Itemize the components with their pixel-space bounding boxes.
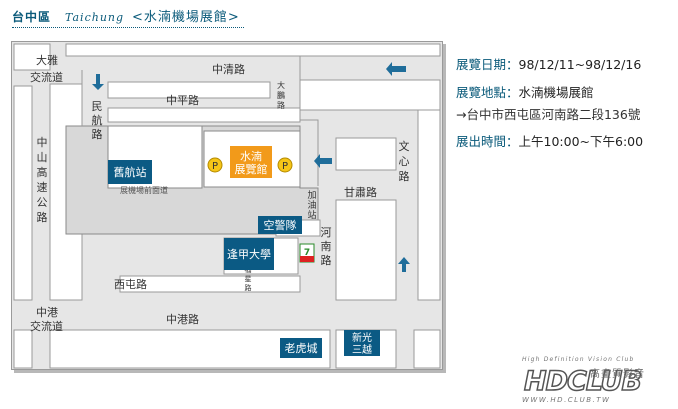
block-right-upper [335,137,397,171]
place-value: 水湳機場展館 [518,85,594,100]
block-south-center [119,275,301,293]
fengchia-box [224,238,274,270]
road-ganlin: 甘肅路 [344,186,377,199]
address-text: →台中市西屯區河南路二段136號 [456,107,641,122]
venue-title: <水湳機場展館> [132,10,240,25]
fengchia-label: 逢甲大學 [227,247,271,261]
exhibition-time: 展出時間：上午10:00~下午6:00 [456,131,643,150]
exhibition-place: 展覽地點：水湳機場展館 →台中市西屯區河南路二段136號 [456,82,640,123]
logo-cn: 高畫質影音 [590,369,645,380]
road-airport-front: 展機場前面道 [120,185,168,195]
block-bottom-left [13,329,33,369]
city-blocks [13,43,441,369]
police-label: 空警隊 [264,218,297,232]
map-header: 台中區 Taichung <水湳機場展館> [12,6,240,26]
time-label: 展出時間： [456,134,519,149]
road-zhongshan-hwy: 中山高速公路 [37,136,48,224]
label-daya: 大雅 [36,53,58,67]
block-zhongqing-south [107,81,271,99]
time-value: 上午10:00~下午6:00 [518,134,644,149]
road-xitun: 西屯路 [114,278,147,291]
block-left-column [13,85,33,301]
block-top-left [13,43,51,71]
block-right-mid [335,199,397,301]
tiger-city-label: 老虎城 [285,342,318,355]
seven-eleven-stripe [300,256,314,262]
parking-icon [277,157,293,173]
exhibition-date: 展覽日期：98/12/11~98/12/16 [456,54,641,73]
block-far-right [417,109,441,301]
airport-inner [107,107,301,123]
arrow-up-icon [398,257,410,272]
shin-kong-box [344,330,380,356]
place-label: 展覽地點： [456,85,519,100]
police-box [258,216,302,234]
parking-icon [207,157,223,173]
road-edge-daxiang [299,56,319,186]
block-bottom-mid [49,329,331,369]
tiger-city-box [280,338,322,358]
parking-label: P [212,161,218,172]
label-zhonggang-ramp: 交流道 [30,319,63,333]
seven-eleven-label: 7 [304,248,310,258]
old-terminal-box [108,160,152,184]
parking-label: P [282,161,288,172]
logo-tagline: High Definition Vision Club [522,356,635,363]
block-upper-right [299,79,441,111]
label-zhonggang-top: 中港 [36,306,58,319]
road-zhonggang: 中港路 [166,313,199,326]
header-divider [12,27,244,28]
block-top-middle [65,43,441,57]
traffic-arrows [92,62,410,272]
venue-label: 水湳展覽館 [235,149,268,176]
venue-box [230,146,272,178]
region-label: 台中區 [12,10,52,24]
arrow-left-icon [386,62,406,76]
logo-url: WWW.HD.CLUB.TW [522,396,611,404]
label-daya-ramp: 交流道 [30,70,63,84]
road-zhongping: 中平路 [166,94,199,107]
block-bottom-far-right [413,329,441,369]
hdclub-logo: High Definition Vision Club HDCLUB 高畫質影音… [522,356,672,406]
road-daxiang: 大鵬路 [277,80,285,110]
road-wenxin: 文心路 [399,139,410,183]
gas-station-label: 加油站 [307,190,316,221]
date-label: 展覽日期： [456,57,519,72]
arrow-down-icon [92,74,104,90]
arrow-left-icon [314,154,332,168]
city-label: Taichung [65,11,125,24]
old-terminal-label: 舊航站 [114,165,147,179]
road-minhang: 民航路 [92,100,103,141]
road-zhongqing: 中清路 [212,63,245,76]
logo-mark: HDCLUB [523,365,643,398]
date-value: 98/12/11~98/12/16 [518,57,642,72]
landmarks: 水湳展覽館 P P 舊航站 空警隊 逢甲大學 7 老虎城 新光三越 [108,146,380,358]
road-henan: 河南路 [321,226,332,267]
shin-kong-label: 新光三越 [352,331,372,356]
road-labels: 中清路 中平路 西屯路 中港路 甘肅路 展機場前面道 大雅 交流道 中港 交流道 [30,53,377,333]
